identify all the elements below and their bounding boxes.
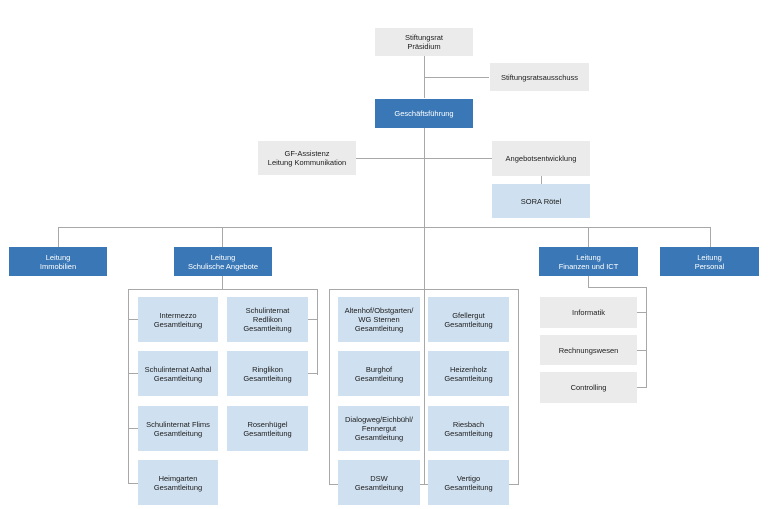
connector-line (58, 227, 59, 247)
geschaeftsfuehrung-box: Geschäftsführung (375, 99, 473, 128)
unit-intermezzo: Intermezzo Gesamtleitung (138, 297, 218, 342)
connector-line (424, 128, 425, 485)
stiftungsrat-box: Stiftungsrat Präsidium (375, 28, 473, 56)
connector-line (317, 289, 318, 375)
unit-controlling: Controlling (540, 372, 637, 403)
connector-line (329, 289, 330, 484)
connector-line (637, 350, 647, 351)
connector-line (518, 289, 519, 484)
stiftungsratsausschuss-box: Stiftungsratsausschuss (490, 63, 589, 91)
connector-line (710, 227, 711, 247)
connector-line (646, 287, 647, 387)
connector-line (222, 276, 223, 289)
connector-line (637, 312, 647, 313)
connector-line (329, 484, 519, 485)
connector-line (541, 176, 542, 184)
connector-line (128, 289, 318, 290)
unit-riesbach: Riesbach Gesamtleitung (428, 406, 509, 451)
angebotsentwicklung-box: Angebotsentwicklung (492, 141, 590, 176)
unit-informatik: Informatik (540, 297, 637, 328)
connector-line (128, 483, 138, 484)
connector-line (128, 289, 129, 484)
connector-line (588, 287, 647, 288)
sora-roetel-box: SORA Rötel (492, 184, 590, 218)
connector-line (424, 77, 489, 78)
connector-line (128, 319, 138, 320)
unit-heizenholz: Heizenholz Gesamtleitung (428, 351, 509, 396)
unit-schulinternat-aathal: Schulinternat Aathal Gesamtleitung (138, 351, 218, 396)
unit-burghof: Burghof Gesamtleitung (338, 351, 420, 396)
leitung-schulische-angebote-box: Leitung Schulische Angebote (174, 247, 272, 276)
unit-dsw: DSW Gesamtleitung (338, 460, 420, 505)
unit-heimgarten: Heimgarten Gesamtleitung (138, 460, 218, 505)
unit-vertigo: Vertigo Gesamtleitung (428, 460, 509, 505)
unit-dialogweg-eichbuehl: Dialogweg/Eichbühl/ Fennergut Gesamtleit… (338, 406, 420, 451)
connector-line (58, 227, 711, 228)
connector-line (356, 158, 492, 159)
unit-schulinternat-redlikon: Schulinternat Redlikon Gesamtleitung (227, 297, 308, 342)
unit-rechnungswesen: Rechnungswesen (540, 335, 637, 365)
unit-altenhof-obstgarten: Altenhof/Obstgarten/ WG Sternen Gesamtle… (338, 297, 420, 342)
connector-line (588, 227, 589, 247)
connector-line (329, 289, 519, 290)
unit-rosenhuegel: Rosenhügel Gesamtleitung (227, 406, 308, 451)
leitung-immobilien-box: Leitung Immobilien (9, 247, 107, 276)
connector-line (308, 319, 318, 320)
leitung-finanzen-box: Leitung Finanzen und ICT (539, 247, 638, 276)
connector-line (308, 373, 318, 374)
connector-line (128, 428, 138, 429)
connector-line (222, 227, 223, 247)
unit-schulinternat-flims: Schulinternat Flims Gesamtleitung (138, 406, 218, 451)
connector-line (128, 373, 138, 374)
unit-ringlikon: Ringlikon Gesamtleitung (227, 351, 308, 396)
gf-assistenz-box: GF-Assistenz Leitung Kommunikation (258, 141, 356, 175)
unit-gfellergut: Gfellergut Gesamtleitung (428, 297, 509, 342)
leitung-personal-box: Leitung Personal (660, 247, 759, 276)
connector-line (637, 387, 647, 388)
connector-line (588, 276, 589, 287)
